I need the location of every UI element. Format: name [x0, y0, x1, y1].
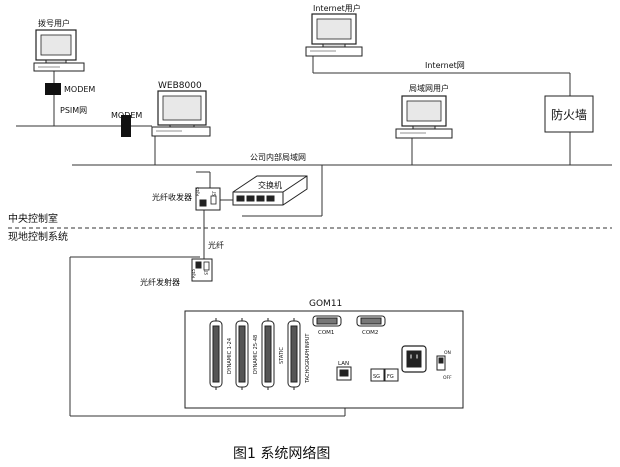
dynamic-124-label: DYNAMIC 1-24	[227, 338, 233, 374]
modem-2-device	[121, 115, 131, 137]
internet-net-label: Internet网	[425, 61, 465, 70]
firewall-box	[544, 95, 594, 133]
fg-terminal	[384, 368, 399, 382]
firewall-label: 防火墙	[551, 107, 587, 122]
transmitter-rj45-label: RJ45	[191, 268, 196, 278]
lan-user-computer	[395, 95, 453, 139]
sg-terminal	[370, 368, 385, 382]
fg-label: FG	[387, 374, 394, 380]
lan-port	[336, 366, 352, 381]
transmitter-st-label: ST	[204, 269, 209, 275]
gom11-label: GOM11	[309, 299, 342, 309]
transceiver-st-label: ST	[212, 190, 217, 196]
tachograph-connector	[287, 318, 301, 390]
internet-user-computer	[305, 13, 363, 57]
web-server-label: WEB8000	[158, 81, 202, 91]
modem-1-label: MODEM	[64, 85, 95, 94]
dynamic-2548-connector	[235, 318, 249, 390]
static-connector	[261, 318, 275, 390]
figure-caption: 图1 系统网络图	[233, 446, 330, 462]
com2-label: COM2	[362, 330, 378, 336]
connection-lines	[16, 55, 612, 417]
lan-user-label: 局域网用户	[409, 83, 449, 93]
field-control-system-label: 现地控制系统	[8, 230, 68, 243]
power-inlet	[401, 345, 427, 373]
fiber-transceiver-device	[195, 187, 221, 211]
lan-port-label: LAN	[338, 361, 349, 367]
switch-on-label: ON	[444, 350, 451, 356]
static-label: STATIC	[279, 347, 285, 364]
switch-label: 交换机	[258, 180, 282, 190]
com1-label: COM1	[318, 330, 334, 336]
fiber-transmitter-label: 光纤发射器	[140, 277, 180, 287]
switch-off-label: OFF	[443, 375, 452, 381]
switch-device	[232, 175, 308, 206]
web-server-computer	[151, 90, 211, 137]
psim-label: PSIM网	[60, 106, 87, 115]
fiber-transmitter-device	[191, 258, 213, 282]
internet-user-label: Internet用户	[313, 3, 361, 13]
dynamic-2548-label: DYNAMIC 25-48	[253, 335, 259, 374]
diagram-labels: 拨号用户 MODEM PSIM网 MODEM WEB8000 Internet用…	[8, 3, 587, 462]
sg-label: SG	[373, 374, 380, 380]
fiber-label: 光纤	[208, 240, 224, 250]
dialup-user-label: 拨号用户	[38, 18, 70, 28]
central-control-room-label: 中央控制室	[8, 212, 58, 225]
company-lan-label: 公司内部局域网	[250, 152, 306, 162]
transceiver-rj45-label: RJ45	[195, 186, 200, 196]
com1-port	[312, 315, 342, 327]
modem-1-device	[45, 83, 61, 95]
dynamic-124-connector	[209, 318, 223, 390]
dialup-user-computer	[33, 29, 85, 72]
com2-port	[356, 315, 386, 327]
fiber-transceiver-label: 光纤收发器	[152, 192, 192, 202]
modem-2-label: MODEM	[111, 111, 142, 120]
tachograph-label: TACHOGRAPHINPUT	[305, 333, 311, 384]
power-switch	[436, 355, 446, 371]
